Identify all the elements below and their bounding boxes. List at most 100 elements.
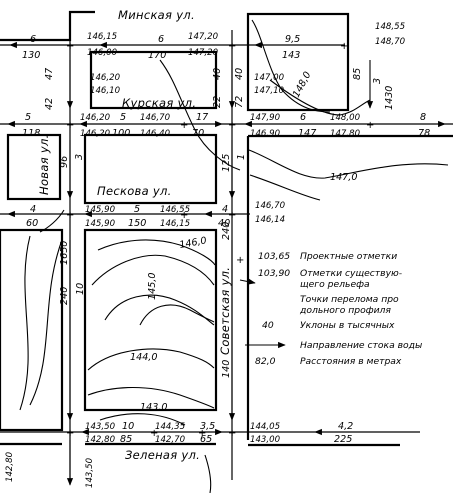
legend-break-text2: дольного профиля	[299, 305, 391, 316]
seg-s2b: 170	[148, 50, 166, 61]
seg-z2b: 65	[200, 434, 212, 445]
elev-f2: 146,20	[80, 129, 111, 139]
elev-b1: 147,20	[188, 32, 219, 42]
block-mid-left	[6, 133, 62, 201]
legend-flow-text: Направление стока воды	[300, 340, 422, 351]
elev-i2: 147,80	[330, 129, 361, 139]
contour-label-145: 145,0	[147, 273, 158, 300]
svg-text:+: +	[66, 120, 74, 131]
contour-label-144: 144,0	[130, 352, 157, 363]
svg-text:+: +	[180, 210, 188, 221]
svg-text:+: +	[228, 210, 236, 221]
seg-k3b: 70	[192, 128, 204, 139]
seg-k3a: 17	[196, 112, 209, 123]
legend-dist-value: 82,0	[255, 356, 276, 367]
elev-g2: 146,40	[140, 129, 171, 139]
block-mid-middle	[83, 133, 218, 205]
elev-o2: 143,00	[250, 435, 281, 445]
street-labels: Минская ул. Курская ул. Пескова ул. Зеле…	[37, 8, 232, 462]
contour-label-143: 143,0	[140, 402, 167, 413]
seg-n1a: 96	[59, 156, 70, 168]
seg-p1b: 60	[26, 218, 38, 229]
seg-n2a: 125	[221, 154, 232, 172]
seg-r3: 240	[59, 287, 70, 305]
elev-k2: 146,15	[160, 219, 190, 229]
legend-slope-value: 40	[262, 320, 274, 331]
legend-proj-value: 103,65	[258, 251, 290, 262]
elev-m2: 142,80	[85, 435, 116, 445]
seg-v2a: 40	[212, 68, 223, 80]
seg-v2b: 22	[212, 96, 223, 108]
seg-s3b: 143	[282, 50, 300, 61]
elev-j1: 145,90	[85, 205, 116, 215]
contour-label-146: 146,0	[179, 235, 208, 251]
elev-q: 143,50	[85, 457, 95, 488]
seg-k4b: 147	[298, 128, 317, 139]
elev-o1: 144,05	[250, 422, 280, 432]
street-kurskaya: Курская ул.	[122, 96, 196, 110]
elev-d2: 146,10	[90, 86, 121, 96]
seg-n2b: 1	[236, 154, 247, 160]
elev-b2: 147,20	[188, 48, 219, 58]
street-novaya: Новая ул.	[37, 134, 51, 195]
svg-text:+: +	[340, 41, 348, 52]
seg-k5b: 78	[418, 128, 430, 139]
elev-n1: 144,35	[155, 422, 185, 432]
legend-exist-text1: Отметки существую-	[300, 268, 402, 279]
seg-k5a: 8	[420, 112, 426, 123]
street-zelenaya: Зеленая ул.	[125, 448, 200, 462]
seg-v1a: 47	[44, 67, 55, 80]
elev-e1: 147,00	[254, 73, 285, 83]
seg-v3a: 40	[234, 68, 245, 80]
seg-k2b: 100	[112, 128, 130, 139]
elev-h2: 146,90	[250, 129, 281, 139]
elev-l2: 146,14	[255, 215, 285, 225]
svg-text:+: +	[228, 120, 236, 131]
elev-e2: 147,10	[254, 86, 285, 96]
svg-text:+: +	[66, 41, 74, 52]
block-lower-left	[0, 228, 64, 432]
seg-p3b: 40	[218, 218, 230, 229]
seg-s5b: 1430	[384, 86, 395, 110]
svg-text:+: +	[150, 428, 158, 439]
seg-r5: 240	[221, 222, 232, 240]
svg-text:+: +	[66, 210, 74, 221]
elev-i1: 148,00	[330, 113, 361, 123]
seg-z3b: 225	[334, 434, 352, 445]
seg-z3a: 4,2	[338, 421, 353, 432]
seg-n1b: 3	[74, 154, 85, 160]
block-top-right	[246, 12, 350, 112]
elev-h1: 147,90	[250, 113, 281, 123]
elev-l1: 146,70	[255, 201, 286, 211]
seg-s4b: 85	[352, 68, 363, 80]
elev-a2: 146,00	[87, 48, 118, 58]
seg-k1b: 118	[22, 128, 40, 139]
svg-text:+: +	[198, 428, 206, 439]
elevation-marks: 146,15 146,00 147,20 147,20 148,55 148,7…	[5, 22, 406, 488]
seg-k2a: 5	[120, 112, 126, 123]
legend-exist-text2: щего рельефа	[300, 279, 370, 290]
legend-proj-text: Проектные отметки	[300, 251, 397, 262]
elev-n2: 142,70	[155, 435, 186, 445]
legend-break-text1: Точки перелома про	[300, 294, 399, 305]
seg-z2a: 3,5	[200, 421, 215, 432]
elev-j2: 145,90	[85, 219, 116, 229]
seg-v1b: 42	[44, 98, 55, 110]
block-top-left	[0, 10, 95, 42]
seg-p3a: 4	[222, 204, 228, 215]
legend-slope-text: Уклоны в тысячных	[300, 320, 395, 331]
seg-s2a: 6	[158, 34, 164, 45]
elev-g1: 146,70	[140, 113, 171, 123]
seg-r4: 140	[221, 360, 232, 378]
seg-r1: 1650	[59, 241, 70, 265]
seg-p2a: 5	[134, 204, 140, 215]
seg-p2b: 150	[128, 218, 146, 229]
elev-m1: 143,50	[85, 422, 116, 432]
elev-k1: 146,55	[160, 205, 190, 215]
street-sovetskaya: Советская ул.	[218, 267, 232, 355]
contour-lines	[19, 19, 449, 493]
block-lower-middle	[83, 228, 218, 412]
svg-text:+: +	[366, 120, 374, 131]
svg-text:+: +	[228, 428, 236, 439]
